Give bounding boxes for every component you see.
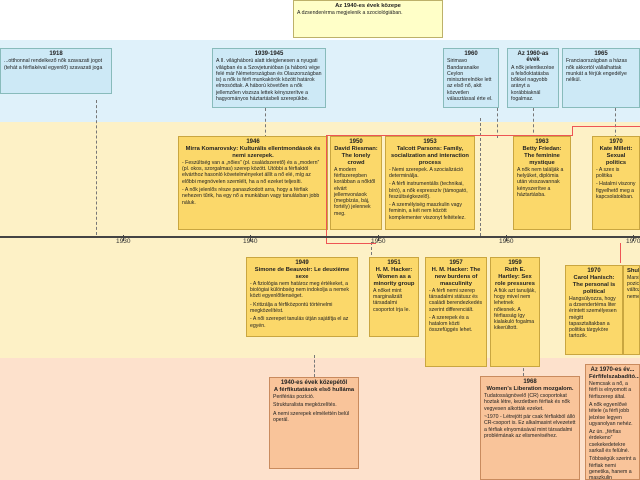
guide-line bbox=[533, 108, 534, 138]
upper-box-1970: 1970 Kate Millett: Sexual politics - A s… bbox=[592, 136, 640, 230]
top-header-title: Az 1940-es évek közepe bbox=[335, 3, 401, 9]
lower-box-1957: 1957 H. M. Hacker: The new burdens of ma… bbox=[425, 257, 487, 367]
axis-tick bbox=[123, 235, 124, 241]
axis-tick bbox=[506, 235, 507, 241]
connector-line bbox=[620, 243, 621, 263]
axis-tick-label: 1940 bbox=[243, 238, 258, 245]
axis-tick-label: 1930 bbox=[116, 238, 131, 245]
blue-box-1939-1945: 1939-1945 A II. világháború alatt ideigl… bbox=[212, 48, 326, 108]
axis-tick bbox=[378, 235, 379, 241]
upper-box-1963: 1963 Betty Friedan: The feminine mystiqu… bbox=[513, 136, 571, 230]
timeline-axis bbox=[0, 236, 640, 238]
upper-box-1946: 1946 Mirra Komarovsky: Kulturális ellent… bbox=[178, 136, 328, 230]
orange-box-1940s: 1940-es évek közepétől A férfikutatások … bbox=[269, 377, 359, 469]
blue-box-1960s: Az 1960-as évek A nők jelentkezése a fel… bbox=[507, 48, 559, 108]
guide-line bbox=[371, 242, 372, 260]
guide-line bbox=[615, 108, 616, 138]
axis-tick bbox=[633, 235, 634, 241]
orange-box-1968: 1968 Women's Liberation mozgalom. Tudato… bbox=[480, 376, 580, 480]
orange-box-1970s: Az 1970-es év... Férfifelszabadító... Ne… bbox=[585, 364, 640, 480]
upper-box-1950: 1950 David Riesman: The lonely crowd A m… bbox=[330, 136, 382, 230]
lower-box-1959: 1959 Ruth E. Hartley: Sex role pressures… bbox=[490, 257, 540, 367]
upper-box-1953: 1953 Talcott Parsons: Family, socializat… bbox=[385, 136, 475, 230]
guide-line bbox=[497, 108, 498, 138]
connector-line bbox=[326, 135, 572, 136]
axis-tick-label: 1960 bbox=[499, 238, 514, 245]
axis-tick-label: 1950 bbox=[371, 238, 386, 245]
top-header-box: Az 1940-es évek közepe A dzsenderérma me… bbox=[293, 0, 443, 38]
lower-box-shulamith: Shula... Marxiz... pozició... változ... … bbox=[623, 265, 640, 355]
guide-line bbox=[480, 118, 481, 236]
lower-box-1949: 1949 Simone de Beauvoir: Le deuxième sex… bbox=[246, 257, 358, 337]
blue-box-1918: 1918 ...otthonnal rendelkező nők szavaza… bbox=[0, 48, 112, 94]
blue-box-1965: 1965 Franciaországban a házas nők akkort… bbox=[562, 48, 640, 108]
guide-line bbox=[96, 100, 97, 235]
top-header-text: A dzsenderérma megjelenik a szociológiáb… bbox=[297, 9, 403, 16]
axis-tick bbox=[250, 235, 251, 241]
lower-box-1951: 1951 H. M. Hacker: Women as a minority g… bbox=[369, 257, 419, 337]
guide-line bbox=[265, 108, 266, 138]
axis-tick-label: 1970 bbox=[626, 238, 640, 245]
connector-line bbox=[326, 243, 376, 244]
blue-box-1960: 1960 Sirimavo Bandaranaike Ceylon minisz… bbox=[443, 48, 499, 108]
connector-line bbox=[572, 126, 640, 127]
lower-box-1970: 1970 Carol Hanisch: The personal is poli… bbox=[565, 265, 623, 355]
guide-line bbox=[314, 355, 315, 377]
connector-line bbox=[326, 135, 327, 243]
connector-line bbox=[572, 126, 573, 136]
